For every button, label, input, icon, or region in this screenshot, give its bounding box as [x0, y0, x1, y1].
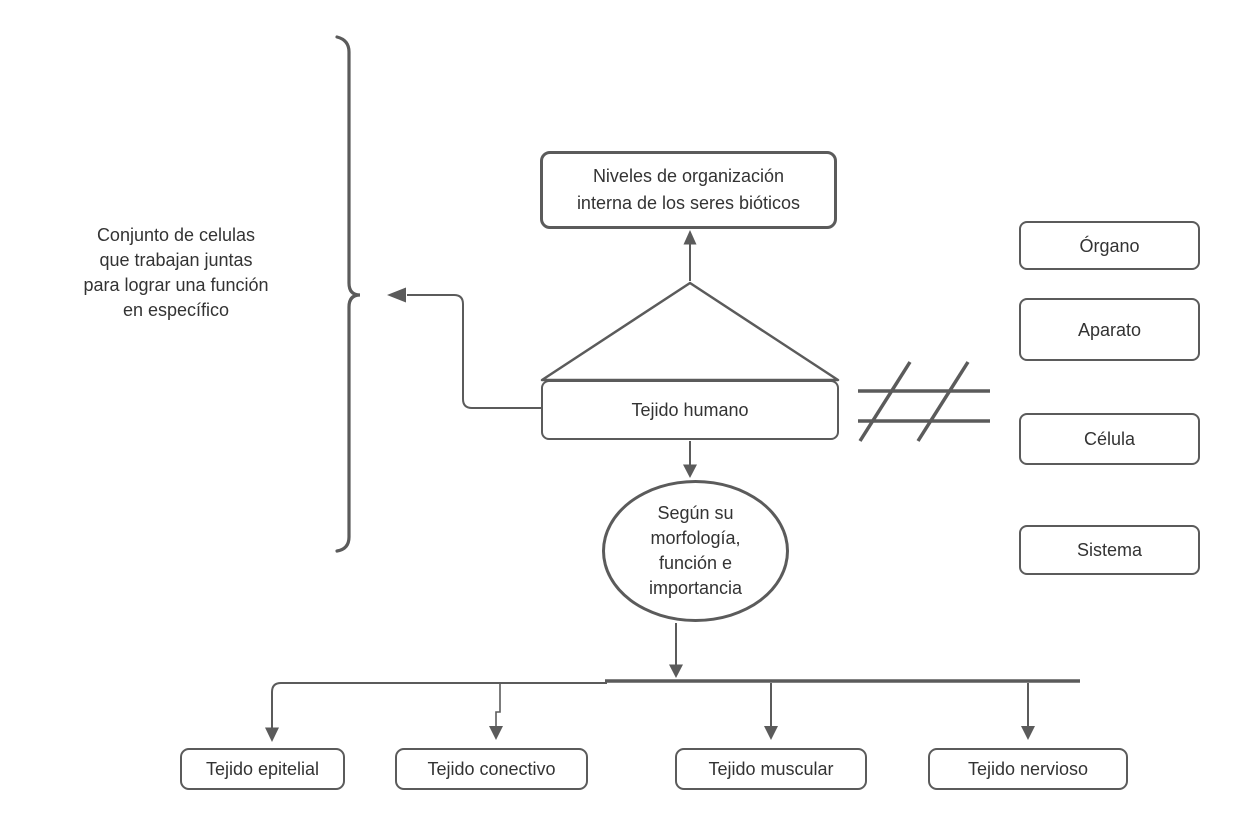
arrow-apex-to-title	[683, 230, 697, 281]
tissue-box-nervioso: Tejido nervioso	[928, 748, 1128, 790]
arrow-ellipse-to-bus	[669, 623, 683, 678]
arrow-humano-to-ellipse	[683, 441, 697, 478]
criteria-ellipse: Según su morfología, función e importanc…	[602, 480, 789, 622]
tissue-box-conectivo: Tejido conectivo	[395, 748, 588, 790]
triangle-shape	[540, 281, 840, 382]
branch-conectivo	[489, 683, 503, 740]
tissue-box-epitelial: Tejido epitelial	[180, 748, 345, 790]
branch-nervioso	[1021, 683, 1035, 740]
level-box-organo: Órgano	[1019, 221, 1200, 270]
curly-brace	[335, 35, 361, 553]
annotation-note: Conjunto de celulas que trabajan juntas …	[83, 225, 269, 320]
hash-marks	[858, 361, 990, 442]
level-box-aparato: Aparato	[1019, 298, 1200, 361]
level-box-sistema: Sistema	[1019, 525, 1200, 575]
branch-muscular	[764, 683, 778, 740]
tejido-humano-box: Tejido humano	[541, 380, 839, 440]
branch-epitelial	[265, 682, 607, 742]
arrow-humano-to-note	[387, 287, 541, 409]
level-box-celula: Célula	[1019, 413, 1200, 465]
tissue-box-muscular: Tejido muscular	[675, 748, 867, 790]
title-box: Niveles de organización interna de los s…	[540, 151, 837, 229]
